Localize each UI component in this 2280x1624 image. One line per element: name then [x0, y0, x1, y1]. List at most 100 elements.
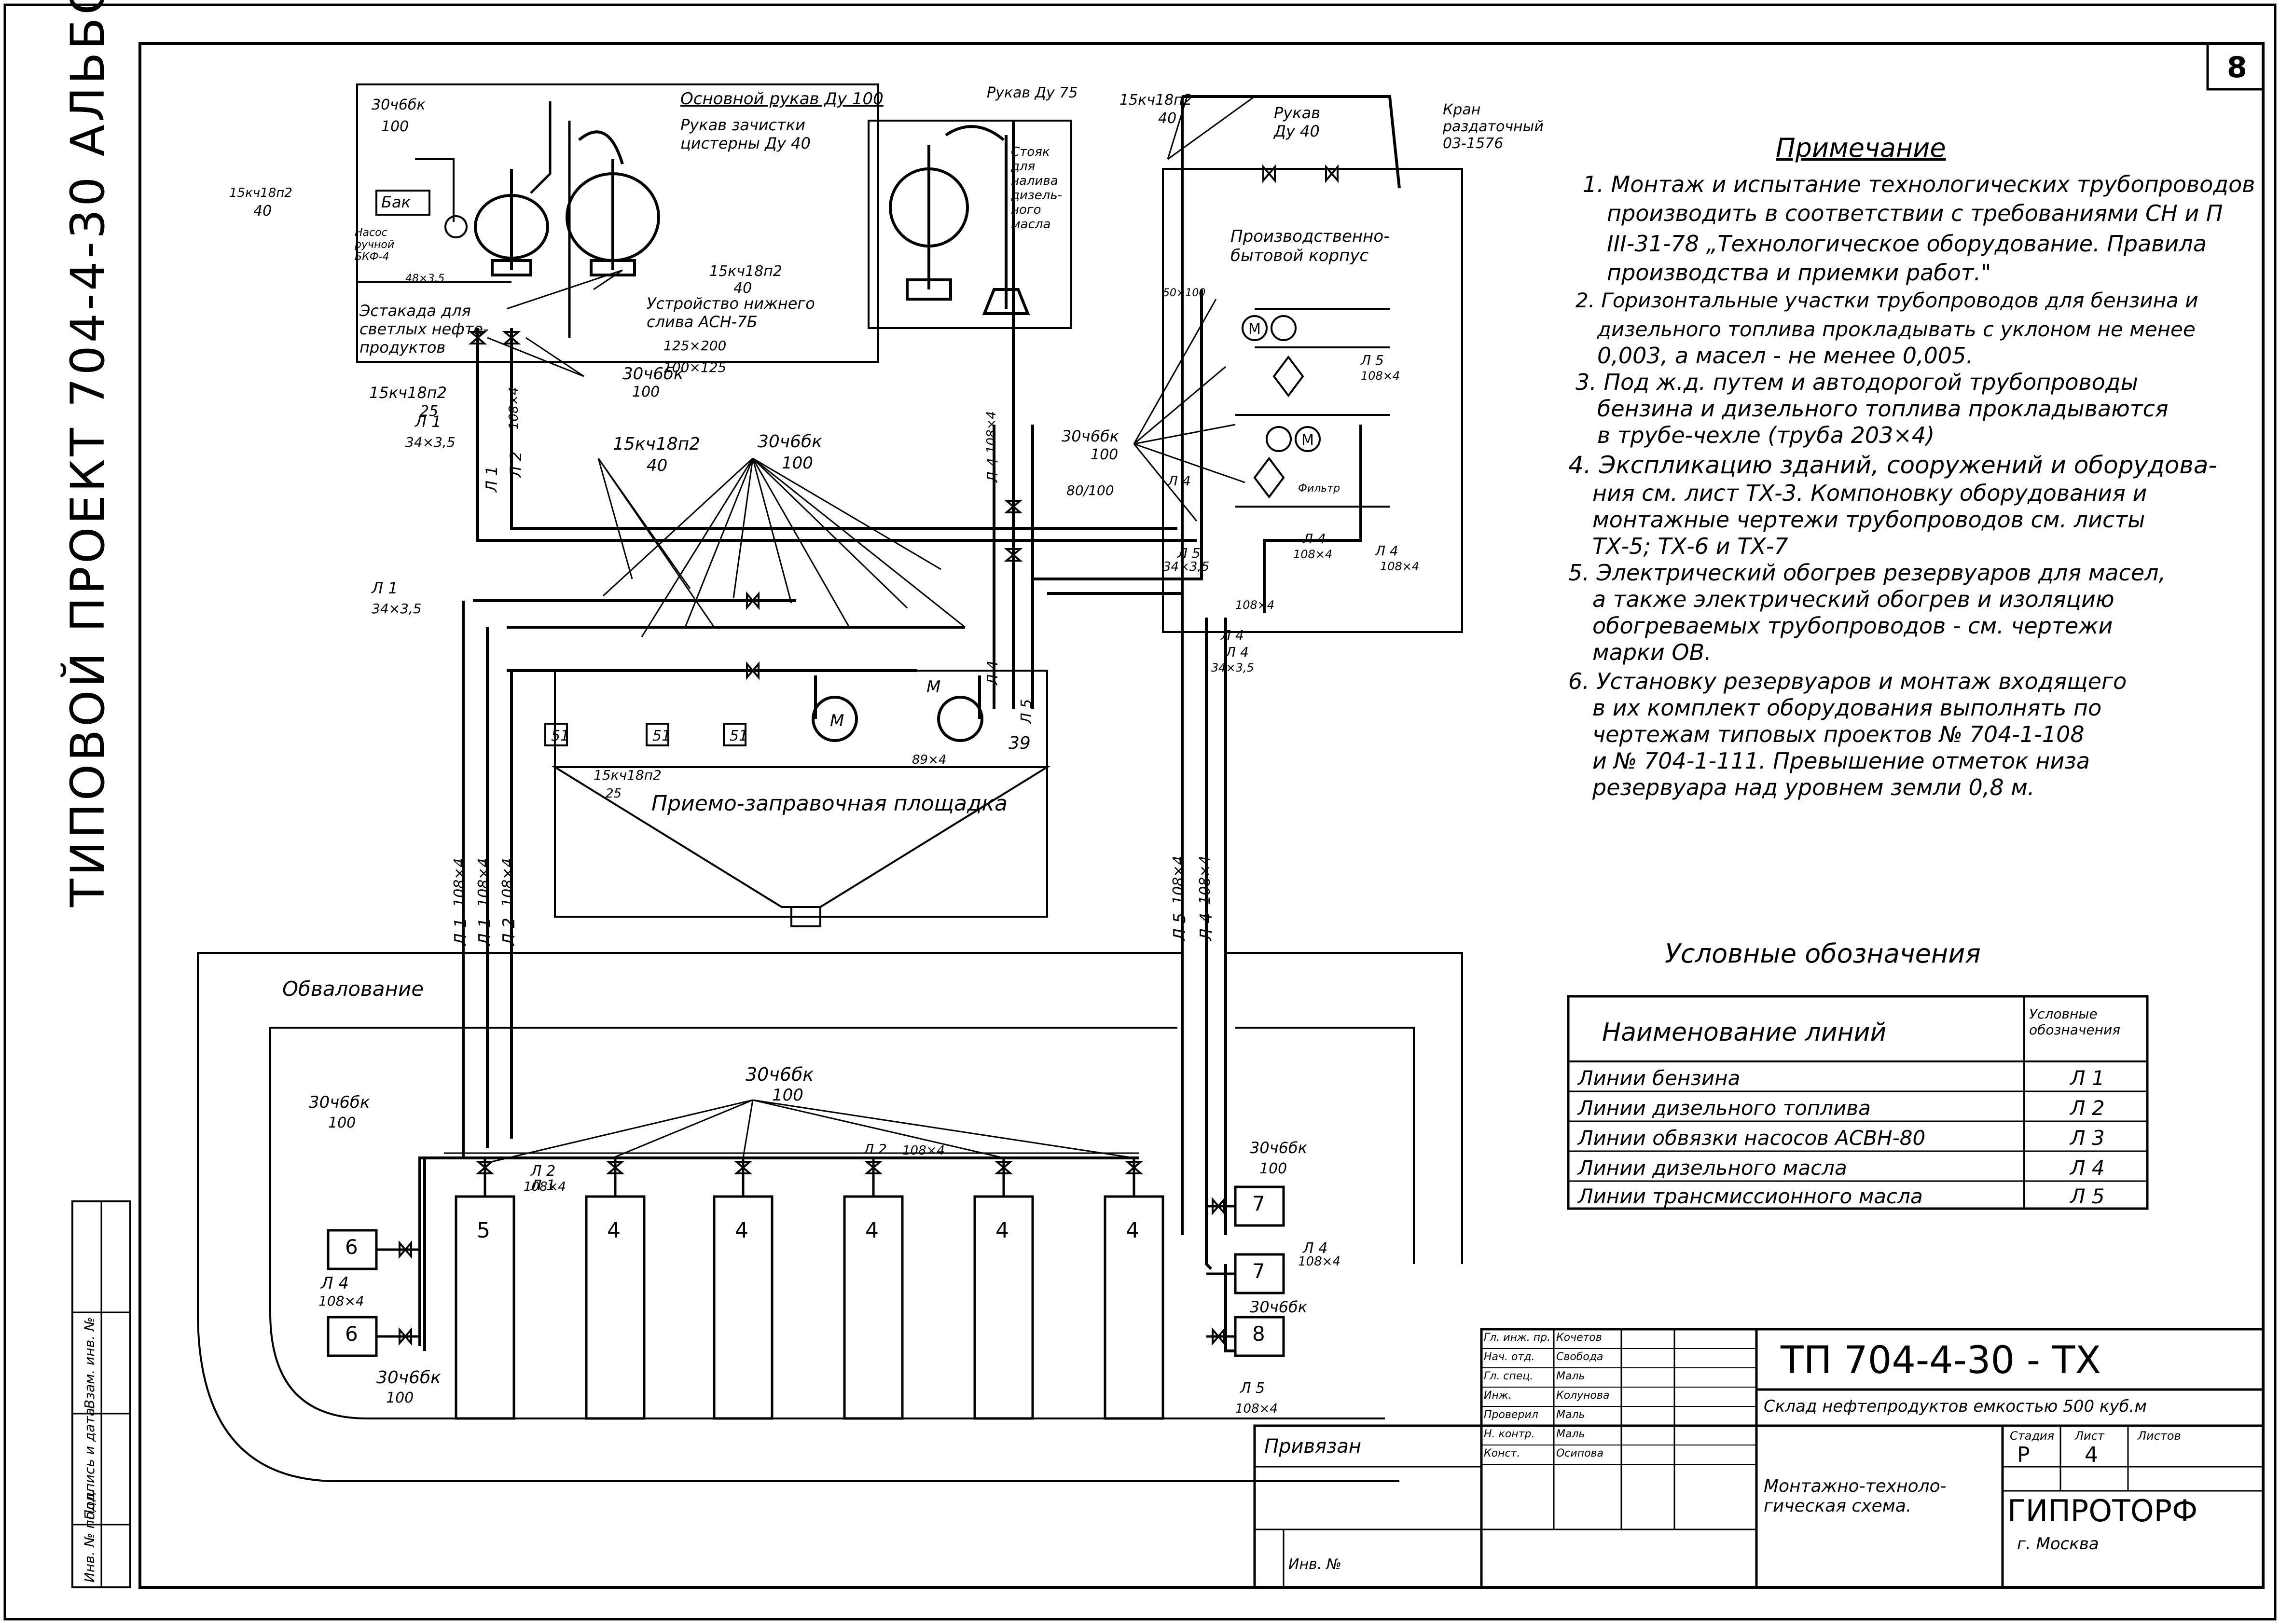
line-label: Л 4 — [1375, 543, 1398, 559]
box-number: 7 — [1252, 1192, 1265, 1215]
title-block — [1253, 1328, 2265, 1589]
box-number: 8 — [1252, 1322, 1265, 1346]
line-label: Л 4 — [1303, 1240, 1328, 1257]
valve-label: 15кч18п2 — [613, 434, 701, 454]
line-label: 34×3,5 — [372, 601, 422, 617]
label-main-hose: Основной рукав Ду 100 — [680, 89, 884, 109]
outer-frame — [3, 3, 2277, 1621]
tank-number: 5 — [477, 1218, 490, 1243]
line-label: Л 2 — [531, 1163, 556, 1180]
note-line: 1. Монтаж и испытание технологических тр… — [1583, 171, 2255, 197]
svg-text:51: 51 — [652, 728, 671, 744]
legend-row-name: Линии трансмиссионного масла — [1578, 1184, 1923, 1208]
signer: Кочетов — [1556, 1332, 1602, 1344]
note-line: производить в соответствии с требованиям… — [1607, 200, 2223, 226]
tank-number: 4 — [735, 1218, 748, 1243]
line-label: 108×4 — [1293, 548, 1333, 561]
trestle-box — [356, 83, 879, 363]
note-line: производства и приемки работ." — [1607, 260, 1991, 286]
line-label: 108×4 — [1235, 598, 1275, 612]
svg-text:М: М — [1248, 321, 1261, 338]
legend-title: Условные обозначения — [1665, 938, 1981, 969]
notes-heading: Примечание — [1776, 133, 1946, 163]
line-label: Л 5 — [1240, 1380, 1265, 1397]
note-line: чертежам типовых проектов № 704-1-108 — [1592, 721, 2085, 747]
line-label: 108×4 — [1235, 1402, 1278, 1416]
legend-row-name: Линии дизельного масла — [1578, 1156, 1847, 1180]
label-drain-device: Устройство нижнего слива АСН-7Б — [647, 294, 815, 331]
leader-lines — [487, 96, 1255, 1164]
line-label: Л 2 — [864, 1141, 887, 1157]
dn-label: 40 — [647, 456, 668, 475]
tank-field — [327, 1158, 1285, 1420]
valve-label: 15кч18п2 — [369, 384, 447, 402]
role: Н. контр. — [1484, 1428, 1535, 1440]
dn-label: 40 — [253, 203, 272, 220]
dn-label: 25 — [420, 403, 439, 420]
label-hose40: Рукав Ду 40 — [1274, 104, 1321, 140]
line-label: Л 1 — [415, 413, 442, 431]
role: Конст. — [1484, 1447, 1520, 1459]
valve-label: 30ч6бк — [309, 1093, 370, 1112]
note-line: III-31-78 „Технологическое оборудование.… — [1607, 231, 2207, 257]
dim-label: Фильтр — [1298, 482, 1340, 495]
note-line: дизельного топлива прокладывать с уклоно… — [1597, 317, 2196, 341]
line-label: Л 5 — [1177, 545, 1201, 561]
line-label: 108×4 — [1361, 369, 1400, 383]
signer: Осипова — [1556, 1447, 1604, 1459]
org-city: г. Москва — [2017, 1534, 2099, 1554]
vert-line-label: Л 4 — [984, 660, 1001, 685]
dn-label: 100 — [782, 454, 813, 473]
role: Нач. отд. — [1484, 1351, 1535, 1363]
label-tank: Бак — [381, 193, 411, 211]
line-label: Л 1 — [531, 1177, 556, 1194]
label-vacuum-pump: Насос ручной БКФ-4 — [355, 227, 395, 263]
role: Проверил — [1484, 1409, 1538, 1421]
vert-line-label: Л 1 — [483, 466, 501, 492]
note-line: 4. Экспликацию зданий, сооружений и обор… — [1568, 451, 2217, 479]
svg-text:Инв. № подл.: Инв. № подл. — [82, 1489, 97, 1583]
box-number: 6 — [345, 1322, 358, 1346]
svg-text:Подпись и дата: Подпись и дата — [82, 1408, 97, 1520]
vert-line-label: Л 1 — [451, 917, 470, 946]
dn-label: 40 — [1158, 110, 1177, 127]
valve-label: 15кч18п2 — [229, 186, 292, 200]
note-line: бензина и дизельного топлива прокладываю… — [1597, 396, 2169, 422]
building-pumps: М М — [1235, 308, 1390, 508]
line-label: Л 4 — [1221, 627, 1244, 643]
title-name: Склад нефтепродуктов емкостью 500 куб.м — [1764, 1397, 2147, 1416]
note-line: ния см. лист ТХ-3. Компоновку оборудован… — [1592, 480, 2147, 506]
note-line: ТХ-5; ТХ-6 и ТХ-7 — [1592, 533, 1788, 559]
title-drawing: Монтажно-техноло-гическая схема. — [1764, 1476, 1947, 1516]
signer: Маль — [1556, 1370, 1585, 1382]
legend-row-symbol: Л 2 — [2070, 1096, 2105, 1120]
line-label: Л 4 — [1168, 473, 1191, 489]
left-stamp: Инв. № подл. Подпись и дата Взам. инв. № — [71, 1200, 131, 1588]
legend-row-name: Линии бензина — [1578, 1066, 1741, 1090]
vert-line-label: 108×4 — [507, 387, 521, 429]
svg-text:М: М — [1301, 432, 1314, 449]
sheet-number: 8 — [2227, 51, 2247, 84]
line-label: 108×4 — [1298, 1254, 1340, 1269]
dn-label: 100 — [1091, 446, 1119, 463]
note-line: резервуара над уровнем земли 0,8 м. — [1592, 774, 2035, 800]
svg-text:М: М — [830, 711, 844, 730]
vert-line-label: Л 1 — [475, 917, 495, 946]
vert-line-label: 108×4 — [499, 858, 516, 907]
side-title: ТИПОВОЙ ПРОЕКТ 704-4-30 АЛЬБОМ I — [60, 0, 115, 908]
line-label: 108×4 — [1380, 560, 1420, 573]
note-line: марки ОВ. — [1592, 639, 1712, 665]
tank-number: 4 — [995, 1218, 1009, 1243]
valve-symbols — [399, 164, 1339, 1346]
vert-line-label: Л 5 — [1018, 699, 1035, 724]
line-label: 108×4 — [318, 1293, 364, 1309]
line-label: 108×4 — [524, 1180, 566, 1194]
dn-label: 100 — [386, 1390, 414, 1406]
line-label: 34×3,5 — [405, 434, 456, 450]
valve-label: 15кч18п2 — [709, 263, 782, 280]
vert-line-label: 108×4 — [1197, 855, 1214, 905]
svg-text:51: 51 — [551, 728, 569, 744]
legend-row-name: Линии обвязки насосов АСВН-80 — [1578, 1126, 1926, 1150]
sheet-label: Лист — [2075, 1429, 2104, 1443]
